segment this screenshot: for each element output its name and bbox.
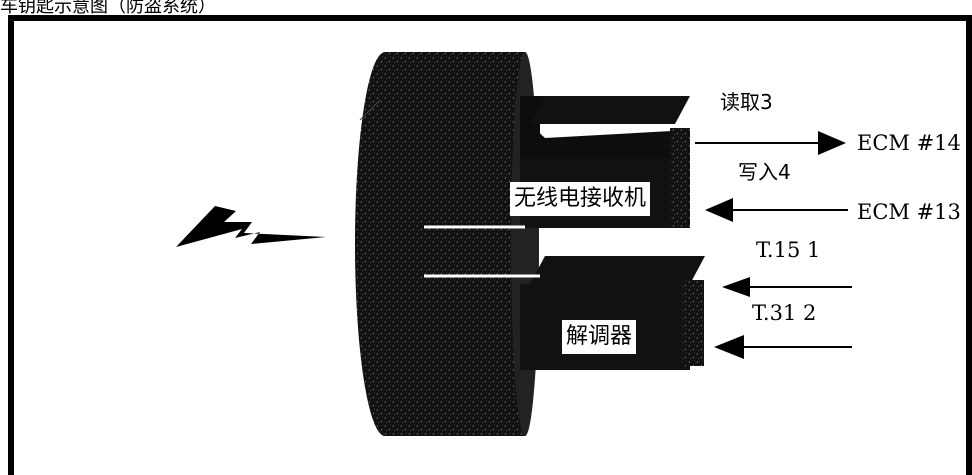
t15-label: T.15 1 bbox=[756, 238, 821, 262]
demodulator-label: 解调器 bbox=[562, 320, 637, 354]
outer-frame bbox=[8, 15, 972, 475]
coil-cylinder-icon bbox=[355, 52, 539, 436]
demodulator-stack bbox=[520, 256, 705, 370]
lightning-bolt-icon bbox=[176, 206, 326, 247]
arrow-t15 bbox=[722, 277, 852, 297]
t31-label: T.31 2 bbox=[752, 301, 817, 325]
ecm-13-label: ECM #13 bbox=[857, 200, 961, 224]
read-label: 读取3 bbox=[720, 90, 773, 114]
receiver-label: 无线电接收机 bbox=[510, 182, 651, 216]
header-fragment: 车钥匙示意图（防盗系统） bbox=[0, 0, 216, 17]
write-label: 写入4 bbox=[738, 160, 791, 184]
arrow-t31 bbox=[714, 335, 852, 359]
ecm-14-label: ECM #14 bbox=[857, 131, 961, 155]
arrow-write bbox=[705, 198, 848, 222]
arrow-read bbox=[695, 131, 846, 155]
